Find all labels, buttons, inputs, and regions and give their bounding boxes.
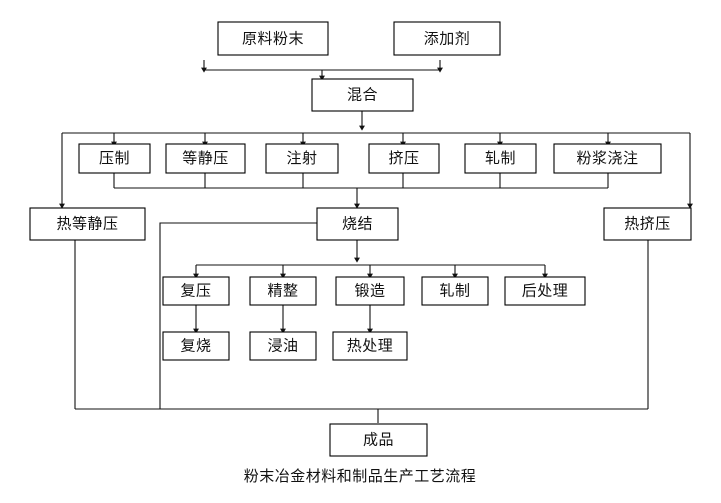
node-raw-powder-label: 原料粉末 xyxy=(242,30,304,47)
node-rolling-label: 轧制 xyxy=(485,150,516,167)
node-hot-isostatic-pressing-label: 热等静压 xyxy=(56,214,118,232)
node-resintering[interactable]: 复烧 xyxy=(162,331,230,361)
node-additive[interactable]: 添加剂 xyxy=(393,21,501,56)
connector-layer xyxy=(59,60,693,423)
edge-sintering-bypass-to-output-bus xyxy=(159,222,318,409)
node-oil-impregnation-label: 浸油 xyxy=(267,337,298,354)
node-extrusion-label: 挤压 xyxy=(388,150,419,167)
node-additive-label: 添加剂 xyxy=(424,30,471,47)
node-slip-casting[interactable]: 粉浆浇注 xyxy=(553,143,662,174)
node-oil-impregnation[interactable]: 浸油 xyxy=(249,331,317,361)
node-finished-product[interactable]: 成品 xyxy=(329,423,428,457)
node-mixing-label: 混合 xyxy=(347,86,378,103)
node-raw-powder[interactable]: 原料粉末 xyxy=(217,21,329,56)
node-finished-product-label: 成品 xyxy=(363,431,394,448)
node-mixing[interactable]: 混合 xyxy=(311,78,414,112)
node-rolling2-label: 轧制 xyxy=(439,282,470,299)
node-isostatic-pressing-label: 等静压 xyxy=(182,149,229,167)
node-sizing[interactable]: 精整 xyxy=(249,276,317,306)
node-injection-label: 注射 xyxy=(286,150,317,167)
node-heat-treatment[interactable]: 热处理 xyxy=(332,331,408,361)
node-sizing-label: 精整 xyxy=(267,282,298,299)
node-sintering-label: 烧结 xyxy=(342,215,373,232)
node-forging[interactable]: 锻造 xyxy=(335,276,405,306)
node-post-treatment[interactable]: 后处理 xyxy=(504,276,586,306)
node-hot-extrusion[interactable]: 热挤压 xyxy=(603,207,692,241)
node-rolling2[interactable]: 轧制 xyxy=(421,276,489,306)
node-hot-isostatic-pressing[interactable]: 热等静压 xyxy=(29,207,146,241)
node-post-treatment-label: 后处理 xyxy=(522,282,569,299)
node-slip-casting-label: 粉浆浇注 xyxy=(576,149,638,167)
node-layer: 原料粉末 添加剂 混合 压制 等静压 注射 xyxy=(29,21,692,457)
node-repressing-label: 复压 xyxy=(180,281,211,299)
node-repressing[interactable]: 复压 xyxy=(162,276,230,306)
node-hot-extrusion-label: 热挤压 xyxy=(624,215,671,232)
node-rolling[interactable]: 轧制 xyxy=(464,143,537,174)
node-extrusion[interactable]: 挤压 xyxy=(368,143,440,174)
diagram-caption: 粉末冶金材料和制品生产工艺流程 xyxy=(244,468,477,485)
node-pressing[interactable]: 压制 xyxy=(78,143,151,174)
node-heat-treatment-label: 热处理 xyxy=(347,337,394,354)
node-sintering[interactable]: 烧结 xyxy=(316,207,399,241)
node-pressing-label: 压制 xyxy=(99,150,130,167)
node-injection[interactable]: 注射 xyxy=(265,143,339,174)
node-resintering-label: 复烧 xyxy=(180,336,211,354)
node-forging-label: 锻造 xyxy=(354,282,385,299)
node-isostatic-pressing[interactable]: 等静压 xyxy=(165,143,246,174)
